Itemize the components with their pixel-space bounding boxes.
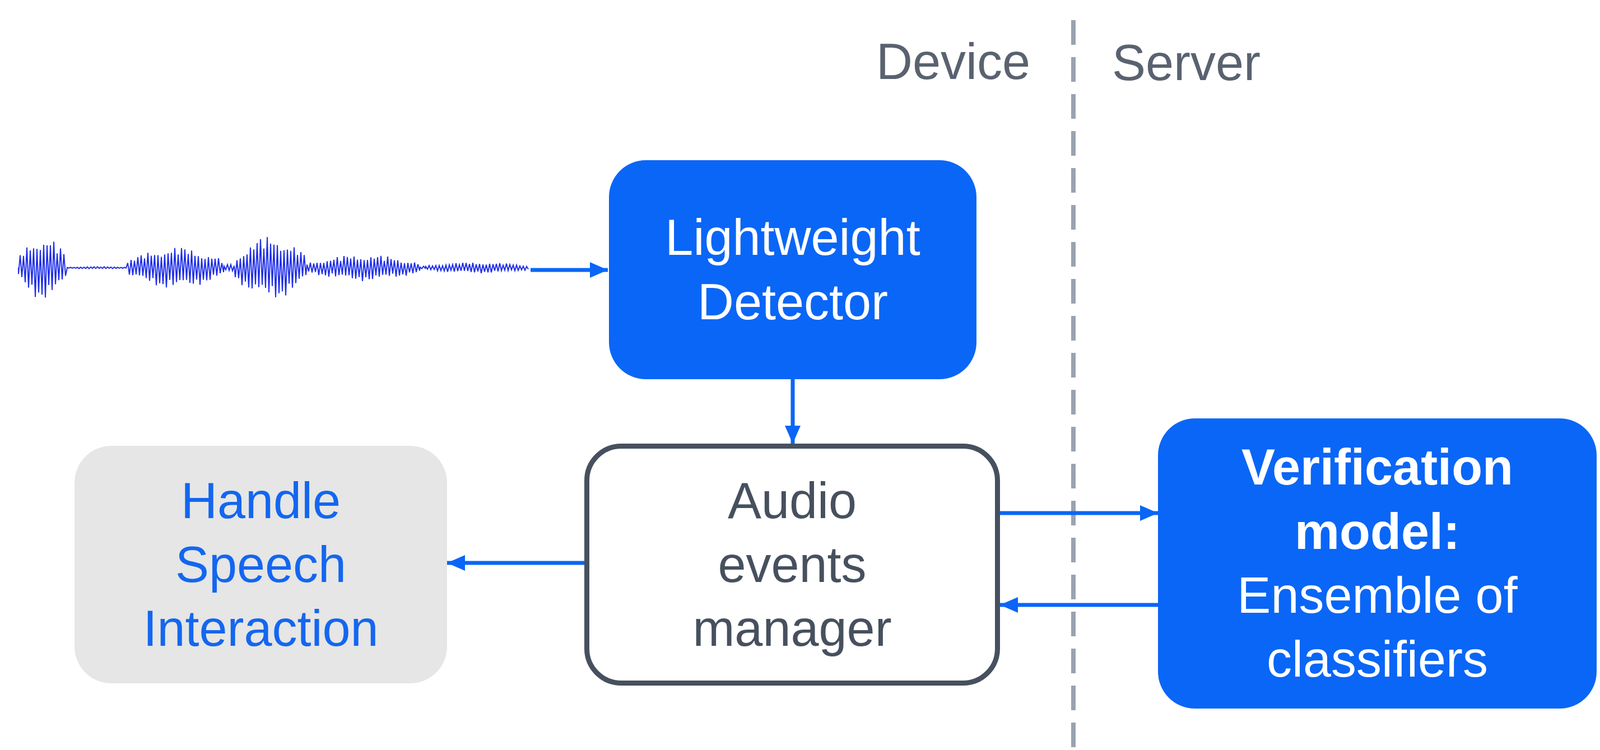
device-server-divider [1071,20,1076,750]
flow-arrow [791,379,795,444]
region-label: Device [876,34,1031,90]
node-title: Audio events manager [671,468,913,662]
flow-arrow [1000,511,1158,516]
node-title: Lightweight Detector [635,205,950,334]
region-label: Server [1112,35,1261,91]
flow-arrow [1000,603,1158,608]
verification-box: Verification model:Ensemble of classifie… [1157,418,1597,709]
node-body: Ensemble of classifiers [1192,563,1563,692]
waveform-trace [18,236,529,298]
audio-waveform [18,236,529,298]
detector-box: Lightweight Detector [608,160,977,380]
interaction-box: Handle Speech Interaction [74,445,448,684]
manager-box: Audio events manager [584,443,1000,686]
input-arrow [530,268,608,273]
node-title: Verification model: [1192,435,1563,564]
flow-arrow [447,561,585,566]
node-title: Handle Speech Interaction [129,468,393,662]
